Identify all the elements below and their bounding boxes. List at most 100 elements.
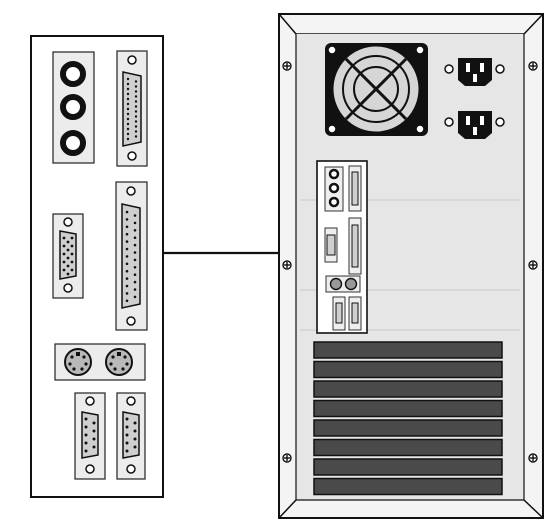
pin-dot bbox=[133, 429, 137, 433]
expansion-slot bbox=[313, 477, 503, 496]
pin-dot bbox=[125, 417, 129, 421]
pin-dot bbox=[126, 127, 130, 131]
serial-port bbox=[81, 411, 99, 459]
pin-dot bbox=[126, 112, 130, 116]
audio-jack bbox=[60, 130, 86, 156]
screw-icon bbox=[282, 61, 292, 71]
expansion-slot bbox=[313, 360, 503, 379]
pin-dot bbox=[125, 255, 129, 258]
pin-dot bbox=[126, 107, 130, 111]
pin-dot bbox=[133, 288, 137, 291]
pc-case bbox=[278, 13, 544, 519]
pin-dot bbox=[125, 277, 129, 280]
pin-dot bbox=[92, 445, 96, 449]
pin-dot bbox=[84, 441, 88, 445]
detail-panel bbox=[30, 35, 164, 498]
pin-dot bbox=[133, 445, 137, 449]
pin-dot bbox=[125, 292, 129, 295]
pin-dot bbox=[133, 266, 137, 269]
pin-dot bbox=[133, 258, 137, 262]
pin-dot bbox=[134, 110, 138, 113]
pin-dot bbox=[70, 268, 74, 272]
pin-dot bbox=[84, 433, 88, 437]
pin-dot bbox=[133, 273, 137, 277]
pin-dot bbox=[126, 132, 130, 136]
vga-port bbox=[52, 213, 84, 299]
pin-dot bbox=[125, 449, 129, 453]
pin-dot bbox=[125, 269, 129, 273]
pin-dot bbox=[133, 214, 137, 217]
pin-dot bbox=[134, 115, 138, 118]
power-socket bbox=[444, 58, 505, 86]
screw-icon bbox=[282, 260, 292, 270]
pin-dot bbox=[133, 243, 137, 247]
pin-dot bbox=[125, 210, 129, 214]
pin-dot bbox=[66, 272, 70, 276]
pin-dot bbox=[62, 244, 66, 248]
pin-dot bbox=[125, 299, 129, 303]
pin-dot bbox=[126, 87, 130, 91]
pin-dot bbox=[134, 105, 138, 108]
screw-icon bbox=[528, 61, 538, 71]
pin-dot bbox=[125, 232, 129, 236]
pin-dot bbox=[125, 433, 129, 437]
pin-dot bbox=[62, 252, 66, 256]
pin-dot bbox=[66, 256, 70, 260]
pin-dot bbox=[126, 82, 130, 86]
pin-dot bbox=[134, 125, 138, 128]
pin-dot bbox=[84, 425, 88, 429]
parallel-port-lower bbox=[115, 181, 148, 331]
pin-dot bbox=[134, 120, 138, 123]
pin-dot bbox=[133, 236, 137, 239]
expansion-slot bbox=[313, 438, 503, 457]
serial-port bbox=[122, 411, 140, 459]
pin-dot bbox=[133, 437, 137, 441]
pin-dot bbox=[126, 77, 130, 81]
pin-dot bbox=[126, 122, 130, 126]
pin-dot bbox=[70, 236, 74, 240]
pin-dot bbox=[125, 218, 129, 221]
ps2-port-group bbox=[54, 343, 146, 381]
pin-dot bbox=[125, 247, 129, 251]
pin-dot bbox=[133, 280, 137, 284]
pin-dot bbox=[66, 264, 70, 268]
pin-dot bbox=[133, 251, 137, 254]
pin-dot bbox=[126, 102, 130, 106]
pin-dot bbox=[92, 421, 96, 425]
parallel-port-upper bbox=[116, 50, 148, 167]
pin-dot bbox=[70, 244, 74, 248]
pin-dot bbox=[92, 437, 96, 441]
pin-dot bbox=[133, 229, 137, 232]
expansion-slot bbox=[313, 458, 503, 476]
pin-dot bbox=[134, 80, 138, 83]
pin-dot bbox=[134, 95, 138, 98]
screw-icon bbox=[528, 453, 538, 463]
pin-dot bbox=[125, 240, 129, 243]
screw-icon bbox=[528, 260, 538, 270]
pin-dot bbox=[125, 441, 129, 445]
pin-dot bbox=[92, 429, 96, 433]
audio-jack-group bbox=[52, 51, 95, 164]
pin-dot bbox=[133, 221, 137, 225]
screw-icon bbox=[282, 453, 292, 463]
expansion-slot bbox=[313, 341, 503, 359]
power-socket bbox=[444, 111, 505, 139]
pin-dot bbox=[66, 240, 70, 244]
pin-dot bbox=[70, 252, 74, 256]
pin-dot bbox=[125, 262, 129, 266]
audio-jack bbox=[60, 94, 86, 120]
pin-dot bbox=[125, 284, 129, 288]
audio-jack bbox=[60, 61, 86, 87]
pin-dot bbox=[134, 100, 138, 103]
pin-dot bbox=[134, 130, 138, 133]
expansion-slot-group bbox=[313, 341, 503, 496]
pin-dot bbox=[134, 85, 138, 88]
pin-dot bbox=[125, 225, 129, 229]
pin-dot bbox=[126, 137, 130, 141]
pin-dot bbox=[126, 97, 130, 101]
pin-dot bbox=[134, 90, 138, 93]
serial-port-group bbox=[74, 392, 146, 480]
io-panel-mini bbox=[316, 160, 368, 334]
pin-dot bbox=[62, 268, 66, 272]
